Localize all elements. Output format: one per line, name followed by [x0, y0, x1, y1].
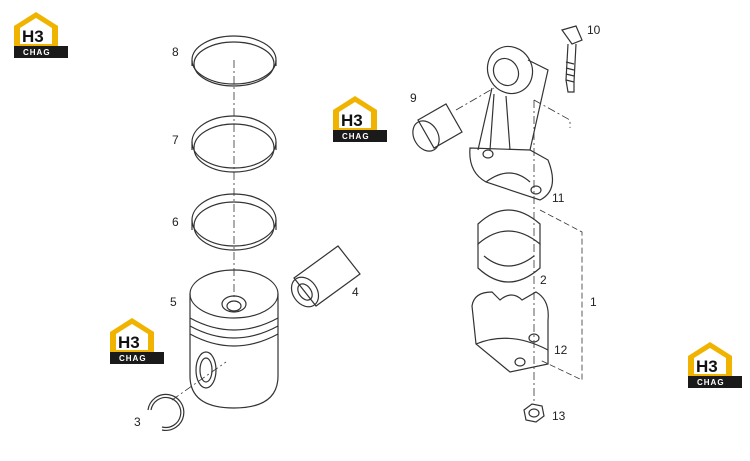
- callout-3: 3: [134, 415, 141, 429]
- callout-10: 10: [587, 23, 601, 37]
- bearing-shell-upper: [477, 209, 541, 283]
- logo-mark-text: H3: [22, 27, 44, 46]
- piston-ring-7: [191, 115, 277, 173]
- brand-logo-right: H3 CHAG: [688, 342, 742, 388]
- piston-body: [189, 269, 279, 409]
- bearing-cap: [471, 291, 549, 373]
- logo-mark-text: H3: [341, 111, 363, 130]
- piston-pin: [290, 245, 361, 308]
- logo-sub-text: CHAG: [697, 378, 725, 387]
- piston-ring-6: [191, 193, 277, 251]
- logo-mark-text: H3: [696, 357, 718, 376]
- callout-9: 9: [410, 91, 417, 105]
- callout-12: 12: [554, 343, 568, 357]
- logo-mark-text: H3: [118, 333, 140, 352]
- callout-5: 5: [170, 295, 177, 309]
- connecting-rod-assembly: [412, 25, 583, 423]
- piston-assembly: [147, 35, 361, 432]
- rod-bolt: [561, 25, 583, 93]
- small-end-bushing: [412, 103, 463, 152]
- callout-11: 11: [552, 191, 565, 205]
- logo-sub-text: CHAG: [119, 354, 147, 363]
- connecting-rod: [469, 45, 554, 201]
- callout-8: 8: [172, 45, 179, 59]
- brand-logo-left: H3 CHAG: [110, 318, 164, 364]
- circlip: [147, 393, 185, 432]
- brand-logo-center: H3 CHAG: [333, 96, 387, 142]
- logo-sub-text: CHAG: [342, 132, 370, 141]
- callout-4: 4: [352, 285, 359, 299]
- callout-7: 7: [172, 133, 179, 147]
- callout-6: 6: [172, 215, 179, 229]
- brand-logo-top-left: H3 CHAG: [14, 12, 68, 58]
- cap-nut: [523, 403, 545, 423]
- callout-1: 1: [590, 295, 597, 309]
- piston-ring-8: [191, 35, 277, 87]
- callout-13: 13: [552, 409, 566, 423]
- callout-2: 2: [540, 273, 547, 287]
- logo-sub-text: CHAG: [23, 48, 51, 57]
